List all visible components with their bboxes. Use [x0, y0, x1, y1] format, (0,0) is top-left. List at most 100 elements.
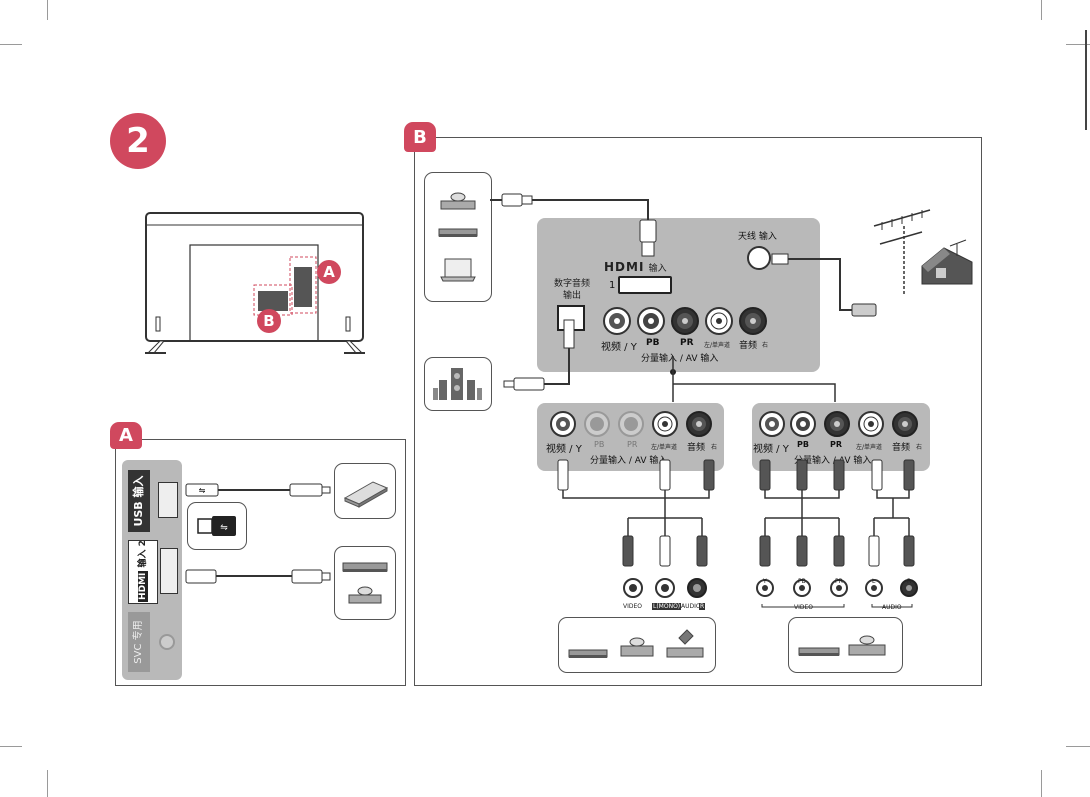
jack-video-y	[603, 307, 631, 335]
svc-only-label: SVC 专用	[133, 620, 144, 664]
adapter-left-pb: PB	[594, 440, 605, 449]
source-devices-icons	[438, 192, 478, 282]
panel-b-frame	[414, 137, 982, 686]
jack-audio-right	[892, 411, 918, 437]
crop-mark	[1041, 770, 1042, 797]
hdmi1-label: HDMI 输入	[604, 260, 667, 274]
component-r-label: R	[907, 578, 912, 585]
component-devices-box	[788, 617, 903, 673]
svc-label-plate: SVC 专用	[128, 612, 150, 672]
jack-pb-disabled	[584, 411, 610, 437]
panel-a-tab: A	[110, 422, 142, 449]
hdmi1-number: 1	[609, 280, 616, 291]
component-audio-label: AUDIO	[882, 604, 902, 611]
panel-a-frame	[115, 439, 406, 686]
component-pb-label: PB	[798, 578, 806, 585]
composite-devices-icons	[568, 629, 704, 658]
external-hdd-icon	[343, 481, 389, 508]
hdmi-devices-box	[334, 546, 396, 620]
pr-label: PR	[680, 338, 694, 348]
jack-pr	[671, 307, 699, 335]
antenna-input-label: 天线 输入	[738, 232, 777, 242]
jack-pb	[790, 411, 816, 437]
crop-mark	[0, 746, 22, 747]
crop-mark	[1085, 30, 1087, 130]
hdmi2-number: 2	[138, 540, 148, 547]
jack-pb	[637, 307, 665, 335]
adapter-left-pr: PR	[627, 440, 638, 449]
speaker-system-icon	[433, 368, 482, 400]
adapter-left-right: 右	[711, 444, 718, 451]
jack-audio-right	[739, 307, 767, 335]
adapter-left-video-y: 视频 / Y	[546, 444, 582, 455]
adapter-right-video-y: 视频 / Y	[753, 444, 789, 455]
usb-stick-icon: ⇋	[197, 516, 236, 536]
component-devices-icons	[798, 635, 886, 656]
crop-mark	[1066, 746, 1090, 747]
hdmi-logo: HDMI	[138, 570, 148, 602]
svg-text:⇋: ⇋	[199, 486, 206, 495]
adapter-left-component-av: 分量输入 / AV 输入	[590, 456, 668, 466]
component-pr-label: PR	[835, 578, 843, 585]
component-y-label: Y	[763, 578, 767, 585]
left-mono-label: 左/单声道	[704, 342, 731, 349]
jack-audio-right	[686, 411, 712, 437]
adapter-right-pr: PR	[830, 440, 843, 449]
adapter-right-left-mono: 左/单声道	[856, 444, 883, 451]
home-theater-box	[424, 357, 492, 411]
audio-label: 音频	[739, 341, 758, 351]
pb-label: PB	[646, 338, 660, 348]
jack-audio-left	[705, 307, 733, 335]
main-av-jacks	[603, 307, 767, 335]
composite-devices-box	[558, 617, 716, 673]
tv-back-illustration	[140, 205, 370, 365]
usb-stick-box: ⇋	[187, 502, 247, 550]
right-label: 右	[762, 342, 769, 349]
step-number-badge: 2	[110, 113, 166, 169]
digital-audio-line1: 数字音频	[553, 279, 590, 289]
svg-text:⇋: ⇋	[220, 523, 228, 533]
tv-rear-port-panel	[537, 218, 820, 372]
antenna-port	[747, 246, 771, 270]
adapter-left-jacks	[550, 411, 712, 437]
usb-port	[158, 482, 178, 518]
adapter-left-audio: 音频	[687, 443, 706, 453]
callout-b-badge: B	[257, 309, 281, 333]
digital-audio-line2: 输出	[562, 291, 581, 301]
jack-audio-left	[858, 411, 884, 437]
rca-cables	[557, 459, 918, 608]
usb-input-label: USB 输入	[132, 475, 145, 527]
crop-mark	[0, 44, 22, 45]
component-l-label: L	[872, 578, 876, 585]
external-hdd-box	[334, 463, 396, 519]
adapter-left-left-mono: 左/单声道	[651, 444, 678, 451]
jack-pr-disabled	[618, 411, 644, 437]
panel-a-cables: ⇋	[185, 483, 331, 584]
hdmi2-port	[160, 548, 178, 594]
adapter-right-audio: 音频	[892, 443, 911, 453]
crop-mark	[1041, 0, 1042, 20]
adapter-right-component-av: 分量输入 / AV 输入	[794, 456, 872, 466]
bluray-player-icon	[342, 562, 388, 604]
digital-audio-output-label: 数字音频 输出	[550, 278, 594, 302]
callout-a-badge: A	[317, 260, 341, 284]
usb-label-plate: USB 输入	[128, 470, 150, 532]
hdmi1-port	[618, 276, 672, 294]
jack-video-y	[550, 411, 576, 437]
svc-port	[159, 634, 175, 650]
antenna-house-icon	[873, 209, 973, 296]
adapter-right-jacks	[759, 411, 918, 437]
hdmi1-input-text: 输入	[648, 264, 667, 274]
hdmi-logo: HDMI	[604, 260, 645, 274]
jack-pr	[824, 411, 850, 437]
composite-l-mono-label: L(MONO)	[652, 603, 682, 610]
video-y-label: 视频 / Y	[601, 342, 637, 353]
composite-audio-label: AUDIO	[681, 603, 701, 610]
crop-mark	[1066, 44, 1090, 45]
jack-video-y	[759, 411, 785, 437]
panel-b-cables	[490, 193, 877, 402]
crop-mark	[47, 770, 48, 797]
panel-b-tab: B	[404, 122, 436, 152]
jack-audio-left	[652, 411, 678, 437]
hdmi-source-devices-box	[424, 172, 492, 302]
